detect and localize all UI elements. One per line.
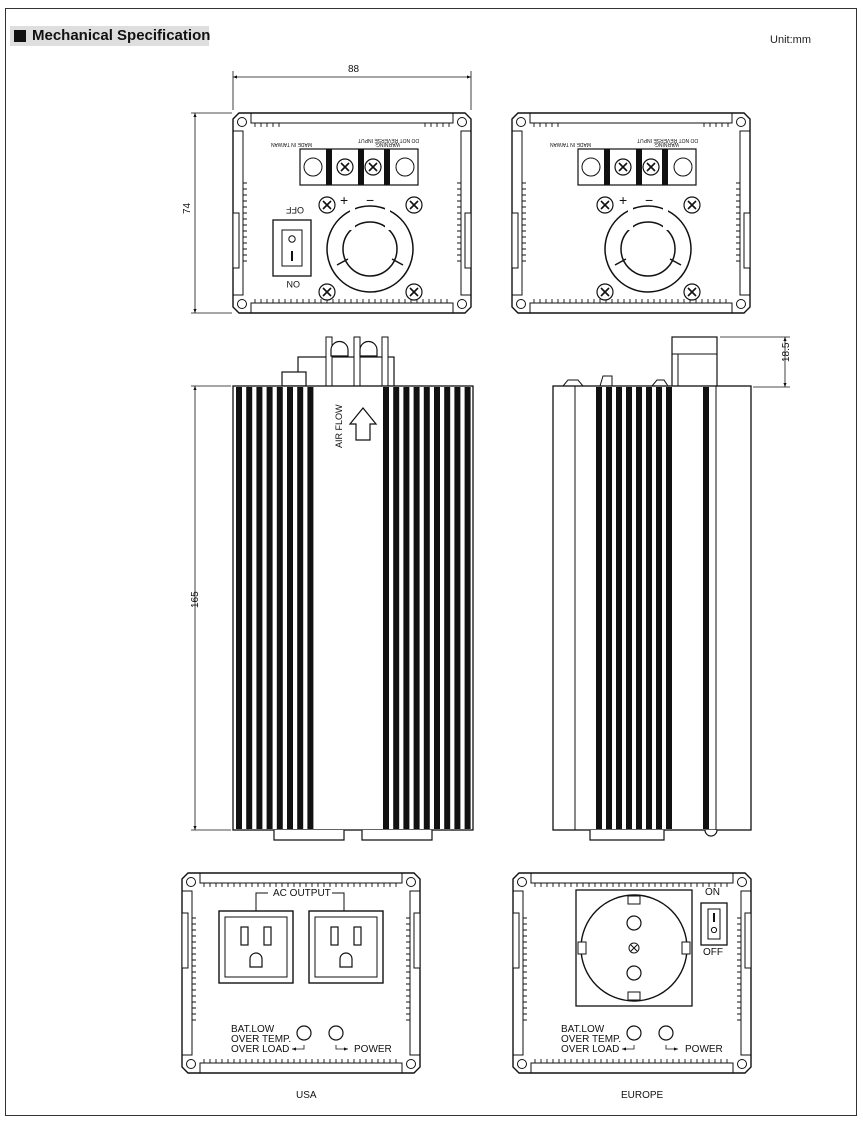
europe-output-panel <box>512 872 752 1074</box>
usa-outlet-right <box>308 910 384 984</box>
terminal-height-dimension <box>720 336 790 388</box>
terminal-height-label: 18.5 <box>781 342 792 362</box>
made-in-right: MADE IN TAIWAN <box>550 141 591 147</box>
input-end-view-right <box>511 112 751 314</box>
heatsink-fin <box>266 387 273 829</box>
usa-outlet-left <box>218 910 294 984</box>
unit-label: Unit:mm <box>770 34 811 46</box>
usa-power-label: POWER <box>354 1044 392 1055</box>
heatsink-fin <box>246 387 253 829</box>
usa-power-led <box>328 1025 344 1041</box>
heatsink-fin <box>383 387 389 829</box>
ac-output-label: AC OUTPUT <box>273 888 331 899</box>
heatsink-fin <box>666 387 672 829</box>
section-header: Mechanical Specification <box>10 26 211 46</box>
length-dimension <box>191 385 231 831</box>
side-view-right <box>552 336 752 841</box>
heatsink-fin <box>256 387 263 829</box>
warning-text-left: WARNING: <box>375 141 400 147</box>
heatsink-fin <box>297 387 304 829</box>
heatsink-fin <box>646 387 652 829</box>
width-dimension <box>232 71 472 110</box>
heatsink-fin <box>444 387 451 829</box>
plus-sign-left: + <box>340 192 348 208</box>
made-in-left: MADE IN TAIWAN <box>271 141 312 147</box>
europe-switch-on-label: ON <box>705 887 720 898</box>
heatsink-fin <box>616 387 622 829</box>
usa-over-load-label: OVER LOAD <box>231 1044 289 1055</box>
europe-status-led <box>626 1025 642 1041</box>
heatsink-fin <box>276 387 283 829</box>
height-dimension <box>191 112 232 314</box>
length-dimension-label: 165 <box>190 591 201 608</box>
heatsink-fin <box>596 387 602 829</box>
europe-over-temp-label: OVER TEMP. <box>561 1034 621 1045</box>
header-square-icon <box>14 30 26 42</box>
air-flow-label: AIR FLOW <box>334 404 344 448</box>
heatsink-fin <box>434 387 440 829</box>
heatsink-fin <box>636 387 642 829</box>
input-end-view-left <box>232 112 472 314</box>
switch-off-label: OFF <box>286 205 304 215</box>
warning-text-right: WARNING: <box>654 141 679 147</box>
switch-on-label: ON <box>287 279 301 289</box>
heatsink-fin <box>413 387 420 829</box>
plus-sign-right: + <box>619 192 627 208</box>
heatsink-fin <box>703 387 709 829</box>
heatsink-fin <box>423 387 430 829</box>
heatsink-fin <box>626 387 632 829</box>
section-title: Mechanical Specification <box>32 27 211 44</box>
europe-power-led <box>658 1025 674 1041</box>
usa-caption: USA <box>296 1090 317 1101</box>
heatsink-fin <box>403 387 410 829</box>
heatsink-fin <box>454 387 461 829</box>
page-frame <box>5 8 857 1116</box>
heatsink-fin <box>464 387 471 829</box>
usa-over-temp-label: OVER TEMP. <box>231 1034 291 1045</box>
minus-sign-left: − <box>366 192 374 208</box>
heatsink-fin <box>656 387 662 829</box>
usa-bat-low-label: BAT.LOW <box>231 1024 275 1035</box>
top-view-left <box>232 336 474 841</box>
usa-output-panel <box>181 872 421 1074</box>
height-dimension-label: 74 <box>182 202 193 214</box>
heatsink-fin <box>287 387 293 829</box>
europe-power-label: POWER <box>685 1044 723 1055</box>
minus-sign-right: − <box>645 192 653 208</box>
europe-over-load-label: OVER LOAD <box>561 1044 619 1055</box>
usa-status-led <box>296 1025 312 1041</box>
heatsink-fin <box>307 387 314 829</box>
width-dimension-label: 88 <box>348 64 360 75</box>
warning-sub-left: DO NOT REVERSE INPUT <box>358 137 419 143</box>
europe-caption: EUROPE <box>621 1090 664 1101</box>
europe-bat-low-label: BAT.LOW <box>561 1024 605 1035</box>
europe-switch-off-label: OFF <box>703 947 723 958</box>
heatsink-fin <box>236 387 242 829</box>
warning-sub-right: DO NOT REVERSE INPUT <box>637 137 698 143</box>
heatsink-fin <box>606 387 612 829</box>
heatsink-fin <box>393 387 400 829</box>
